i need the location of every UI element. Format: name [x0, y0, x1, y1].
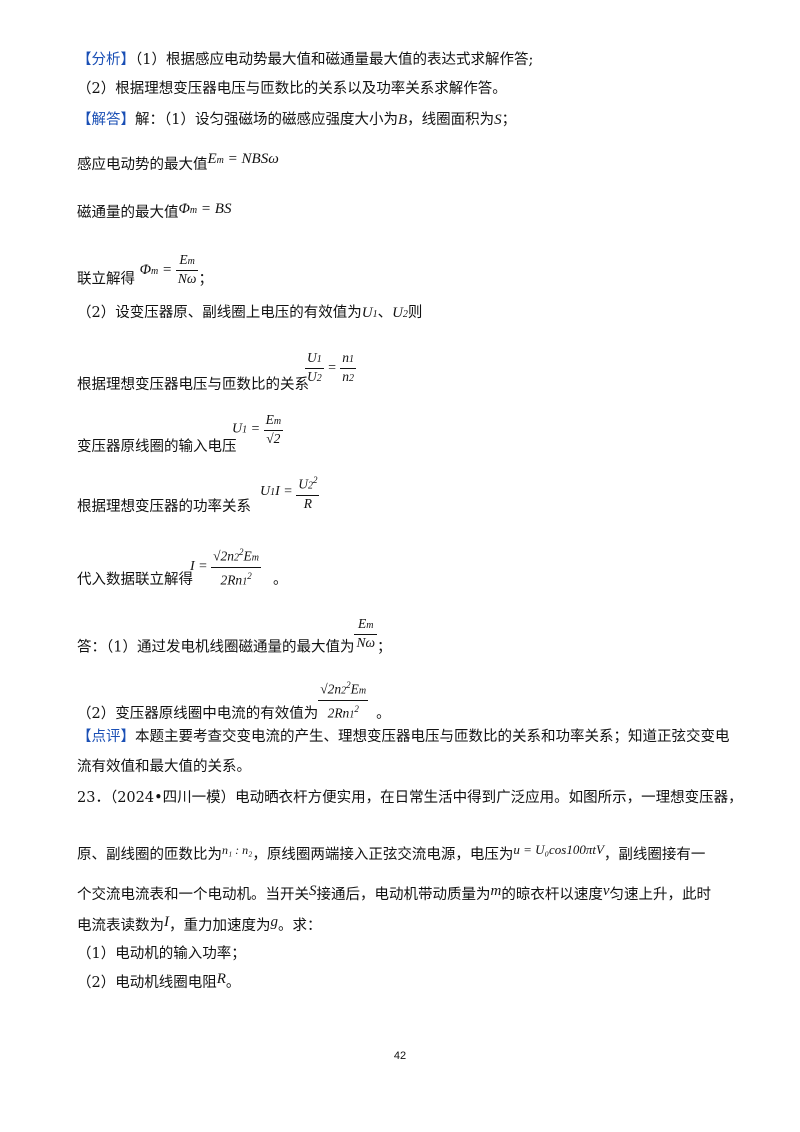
analysis-line-1: 【分析】（1）根据感应电动势最大值和磁通量最大值的表达式求解作答; — [77, 52, 534, 68]
power-line: 根据理想变压器的功率关系 — [77, 499, 251, 515]
analysis-tag: 【分析】 — [77, 52, 135, 68]
question-23-line-4: 电流表读数为I，重力加速度为g。求： — [77, 914, 322, 934]
solution-tag: 【解答】 — [77, 112, 135, 128]
question-23-part-2: （2）电动机线圈电阻R。 — [77, 971, 241, 991]
flux-line: 磁通量的最大值Φm = BS — [77, 201, 232, 221]
solution-line-1: 【解答】解：（1）设匀强磁场的磁感应强度大小为B，线圈面积为S； — [77, 112, 517, 128]
input-voltage-line: 变压器原线圈的输入电压 — [77, 439, 237, 455]
emf-line: 感应电动势的最大值Em = NBSω — [77, 151, 279, 173]
page-number: 42 — [393, 1050, 407, 1062]
question-23-part-1: （1）电动机的输入功率； — [77, 946, 246, 962]
ratio-line: 根据理想变压器电压与匝数比的关系 — [77, 377, 309, 393]
analysis-line-2: （2）根据理想变压器电压与匝数比的关系以及功率关系求解作答。 — [77, 81, 507, 97]
voltage-setup-line: （2）设变压器原、副线圈上电压的有效值为U1、U2则 — [77, 305, 423, 321]
comment-line-2: 流有效值和最大值的关系。 — [77, 759, 251, 775]
question-23-line-3: 个交流电流表和一个电动机。当开关S接通后，电动机带动质量为m的晾衣杆以速度v匀速… — [77, 883, 712, 903]
question-23-line-2: 原、副线圈的匝数比为n₁ : n₂，原线圈两端接入正弦交流电源，电压为u = U… — [77, 842, 706, 863]
question-23-line-1: 23．（2024•四川一模）电动晒衣杆方便实用，在日常生活中得到广泛应用。如图所… — [77, 790, 743, 806]
comment-line-1: 【点评】本题主要考查交变电流的产生、理想变压器电压与匝数比的关系和功率关系；知道… — [77, 729, 730, 745]
result-line: 代入数据联立解得。 — [77, 572, 288, 588]
input-voltage-formula: U1 = Em√2 — [232, 412, 284, 446]
comment-tag: 【点评】 — [77, 729, 135, 745]
